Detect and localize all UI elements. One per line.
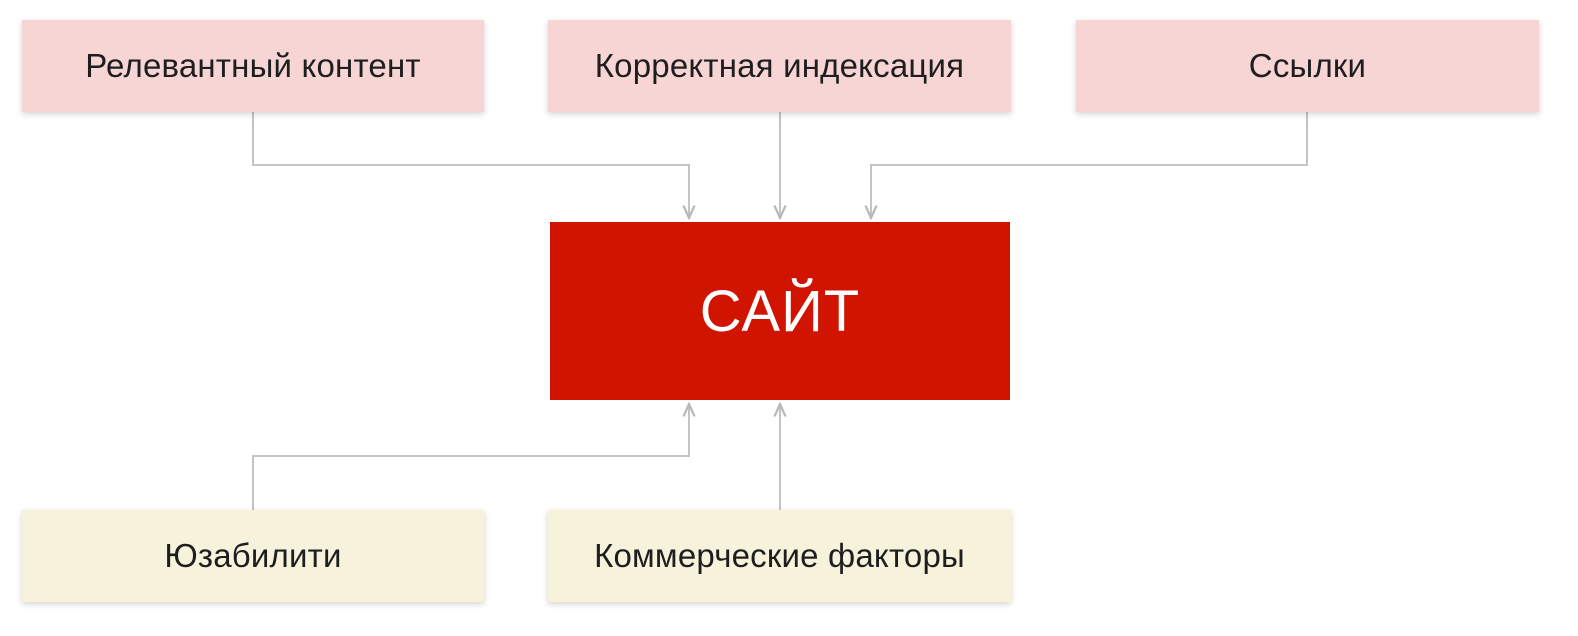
node-label: Ссылки: [1248, 47, 1367, 84]
node-label: Коммерческие факторы: [594, 537, 965, 574]
node-relevant-content: Релевантный контент: [22, 20, 484, 112]
node-label: САЙТ: [699, 278, 861, 344]
node-usability: Юзабилити: [22, 510, 484, 602]
edge-links-to-site: [871, 112, 1308, 218]
node-label: Релевантный контент: [85, 47, 421, 84]
node-links: Ссылки: [1076, 20, 1539, 112]
node-correct-indexing: Корректная индексация: [548, 20, 1011, 112]
edge-relevant-content-to-site: [252, 112, 689, 218]
node-site: САЙТ: [550, 222, 1010, 400]
node-label: Юзабилити: [164, 537, 342, 574]
node-label: Корректная индексация: [594, 47, 965, 84]
edge-usability-to-site: [252, 404, 689, 510]
node-commercial-factors: Коммерческие факторы: [548, 510, 1011, 602]
